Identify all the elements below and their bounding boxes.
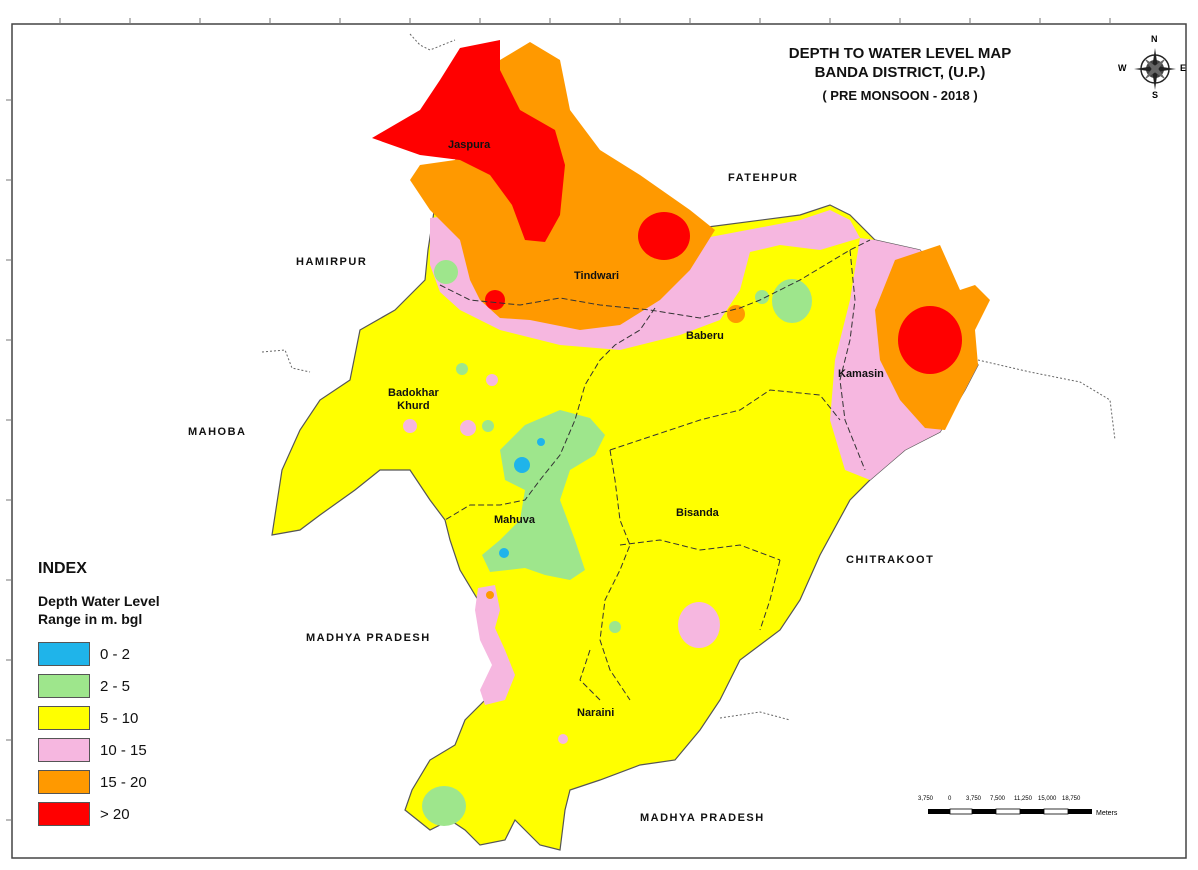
legend: INDEX Depth Water Level Range in m. bgl … bbox=[38, 560, 238, 830]
neighbor-hamirpur: HAMIRPUR bbox=[296, 256, 368, 268]
legend-swatch bbox=[38, 642, 90, 666]
zone-gt20-spot-1 bbox=[638, 212, 690, 260]
block-boundaries bbox=[439, 239, 871, 701]
block-badokhar-line-2: Khurd bbox=[397, 400, 430, 412]
legend-item-label: > 20 bbox=[100, 805, 130, 823]
block-kamasin: Kamasin bbox=[838, 368, 884, 380]
zone-gt20-jaspura bbox=[372, 40, 565, 242]
legend-item-label: 0 - 2 bbox=[100, 645, 131, 663]
neighbor-fatehpur: FATEHPUR bbox=[728, 172, 799, 184]
legend-swatch bbox=[38, 738, 90, 762]
scale-tick: 15,000 bbox=[1038, 796, 1057, 802]
zone-gt20-spot-2 bbox=[485, 290, 505, 310]
map-title: DEPTH TO WATER LEVEL MAP BANDA DISTRICT,… bbox=[720, 44, 1080, 105]
block-badokhar-line-1: Badokhar bbox=[388, 387, 439, 399]
zone-10-15-spot-4 bbox=[678, 602, 720, 648]
zone-2-5-mahuva bbox=[482, 410, 605, 580]
scale-bar-graphic bbox=[928, 808, 1092, 815]
zone-15-20-spot-1 bbox=[727, 305, 745, 323]
zone-2-5-spot-6 bbox=[609, 621, 621, 633]
scale-tick: 11,250 bbox=[1014, 796, 1032, 802]
legend-item-label: 5 - 10 bbox=[100, 709, 139, 727]
legend-item: 15 - 20 bbox=[38, 766, 238, 798]
zone-gt20-kamasin bbox=[898, 306, 962, 374]
compass-e: E bbox=[1180, 63, 1187, 73]
zone-10-15-spot-3 bbox=[460, 420, 476, 436]
zone-2-5-spot-1 bbox=[434, 260, 458, 284]
zone-0-2-spot-1 bbox=[514, 457, 530, 473]
zone-2-5-spot-5 bbox=[482, 420, 494, 432]
block-badokhar-khurd: Badokhar Khurd bbox=[388, 387, 439, 413]
legend-swatch bbox=[38, 674, 90, 698]
map-title-line-3: ( PRE MONSOON - 2018 ) bbox=[822, 88, 978, 103]
legend-swatch bbox=[38, 706, 90, 730]
zone-10-15-spot-2 bbox=[403, 419, 417, 433]
legend-item-label: 10 - 15 bbox=[100, 741, 147, 759]
scale-unit: Meters bbox=[1096, 810, 1118, 817]
block-naraini: Naraini bbox=[577, 707, 615, 719]
neighbor-mahoba: MAHOBA bbox=[188, 426, 247, 438]
zone-10-15-spot-5 bbox=[558, 734, 568, 744]
block-tindwari: Tindwari bbox=[574, 270, 620, 282]
compass-s: S bbox=[1152, 90, 1159, 100]
scale-tick: 3,750 bbox=[918, 796, 934, 802]
legend-heading: INDEX bbox=[38, 560, 87, 577]
legend-item-label: 2 - 5 bbox=[100, 677, 131, 695]
zone-0-2-spot-2 bbox=[537, 438, 545, 446]
neighbor-chitrakoot: CHITRAKOOT bbox=[846, 554, 935, 566]
legend-swatch bbox=[38, 770, 90, 794]
zone-2-5-spot-7 bbox=[422, 786, 466, 826]
map-title-line-1: DEPTH TO WATER LEVEL MAP bbox=[788, 45, 1012, 62]
scale-tick: 3,750 bbox=[966, 796, 982, 802]
map-neatline bbox=[11, 23, 1187, 859]
scale-tick: 18,750 bbox=[1062, 796, 1081, 802]
legend-item-label: 15 - 20 bbox=[100, 773, 147, 791]
neighbor-boundaries bbox=[261, 33, 1116, 721]
legend-item: > 20 bbox=[38, 798, 238, 830]
legend-title-line-1: Depth Water Level bbox=[38, 593, 160, 609]
legend-item: 0 - 2 bbox=[38, 638, 238, 670]
zone-0-2-spot-3 bbox=[499, 548, 509, 558]
map-title-line-2: BANDA DISTRICT, (U.P.) bbox=[814, 64, 986, 81]
zone-10-15-spot-1 bbox=[486, 374, 498, 386]
legend-title-line-2: Range in m. bgl bbox=[38, 611, 143, 627]
legend-item: 5 - 10 bbox=[38, 702, 238, 734]
zone-10-15-sw-strip bbox=[475, 585, 515, 705]
block-bisanda: Bisanda bbox=[676, 507, 719, 519]
zone-2-5-spot-4 bbox=[456, 363, 468, 375]
scale-tick: 7,500 bbox=[990, 796, 1006, 802]
scale-bar: 3,750 0 3,750 7,500 11,250 15,000 18,750… bbox=[918, 796, 1138, 836]
legend-swatch bbox=[38, 802, 90, 826]
zone-2-5-spot-2 bbox=[772, 279, 812, 323]
graticule-ticks bbox=[6, 18, 1111, 821]
compass-rose-icon bbox=[1134, 48, 1176, 90]
block-mahuva: Mahuva bbox=[494, 514, 535, 526]
compass-n: N bbox=[1151, 34, 1158, 44]
block-jaspura: Jaspura bbox=[448, 139, 491, 151]
compass-w: W bbox=[1118, 63, 1127, 73]
legend-item: 10 - 15 bbox=[38, 734, 238, 766]
legend-item: 2 - 5 bbox=[38, 670, 238, 702]
legend-title: Depth Water Level Range in m. bgl bbox=[38, 592, 238, 628]
neighbor-madhya-pradesh-south: MADHYA PRADESH bbox=[640, 812, 765, 824]
neighbor-madhya-pradesh-west: MADHYA PRADESH bbox=[306, 632, 431, 644]
block-baberu: Baberu bbox=[686, 330, 724, 342]
zone-15-20-spot-2 bbox=[486, 591, 494, 599]
scale-tick: 0 bbox=[948, 796, 952, 802]
north-arrow: N S W E bbox=[1118, 34, 1187, 100]
